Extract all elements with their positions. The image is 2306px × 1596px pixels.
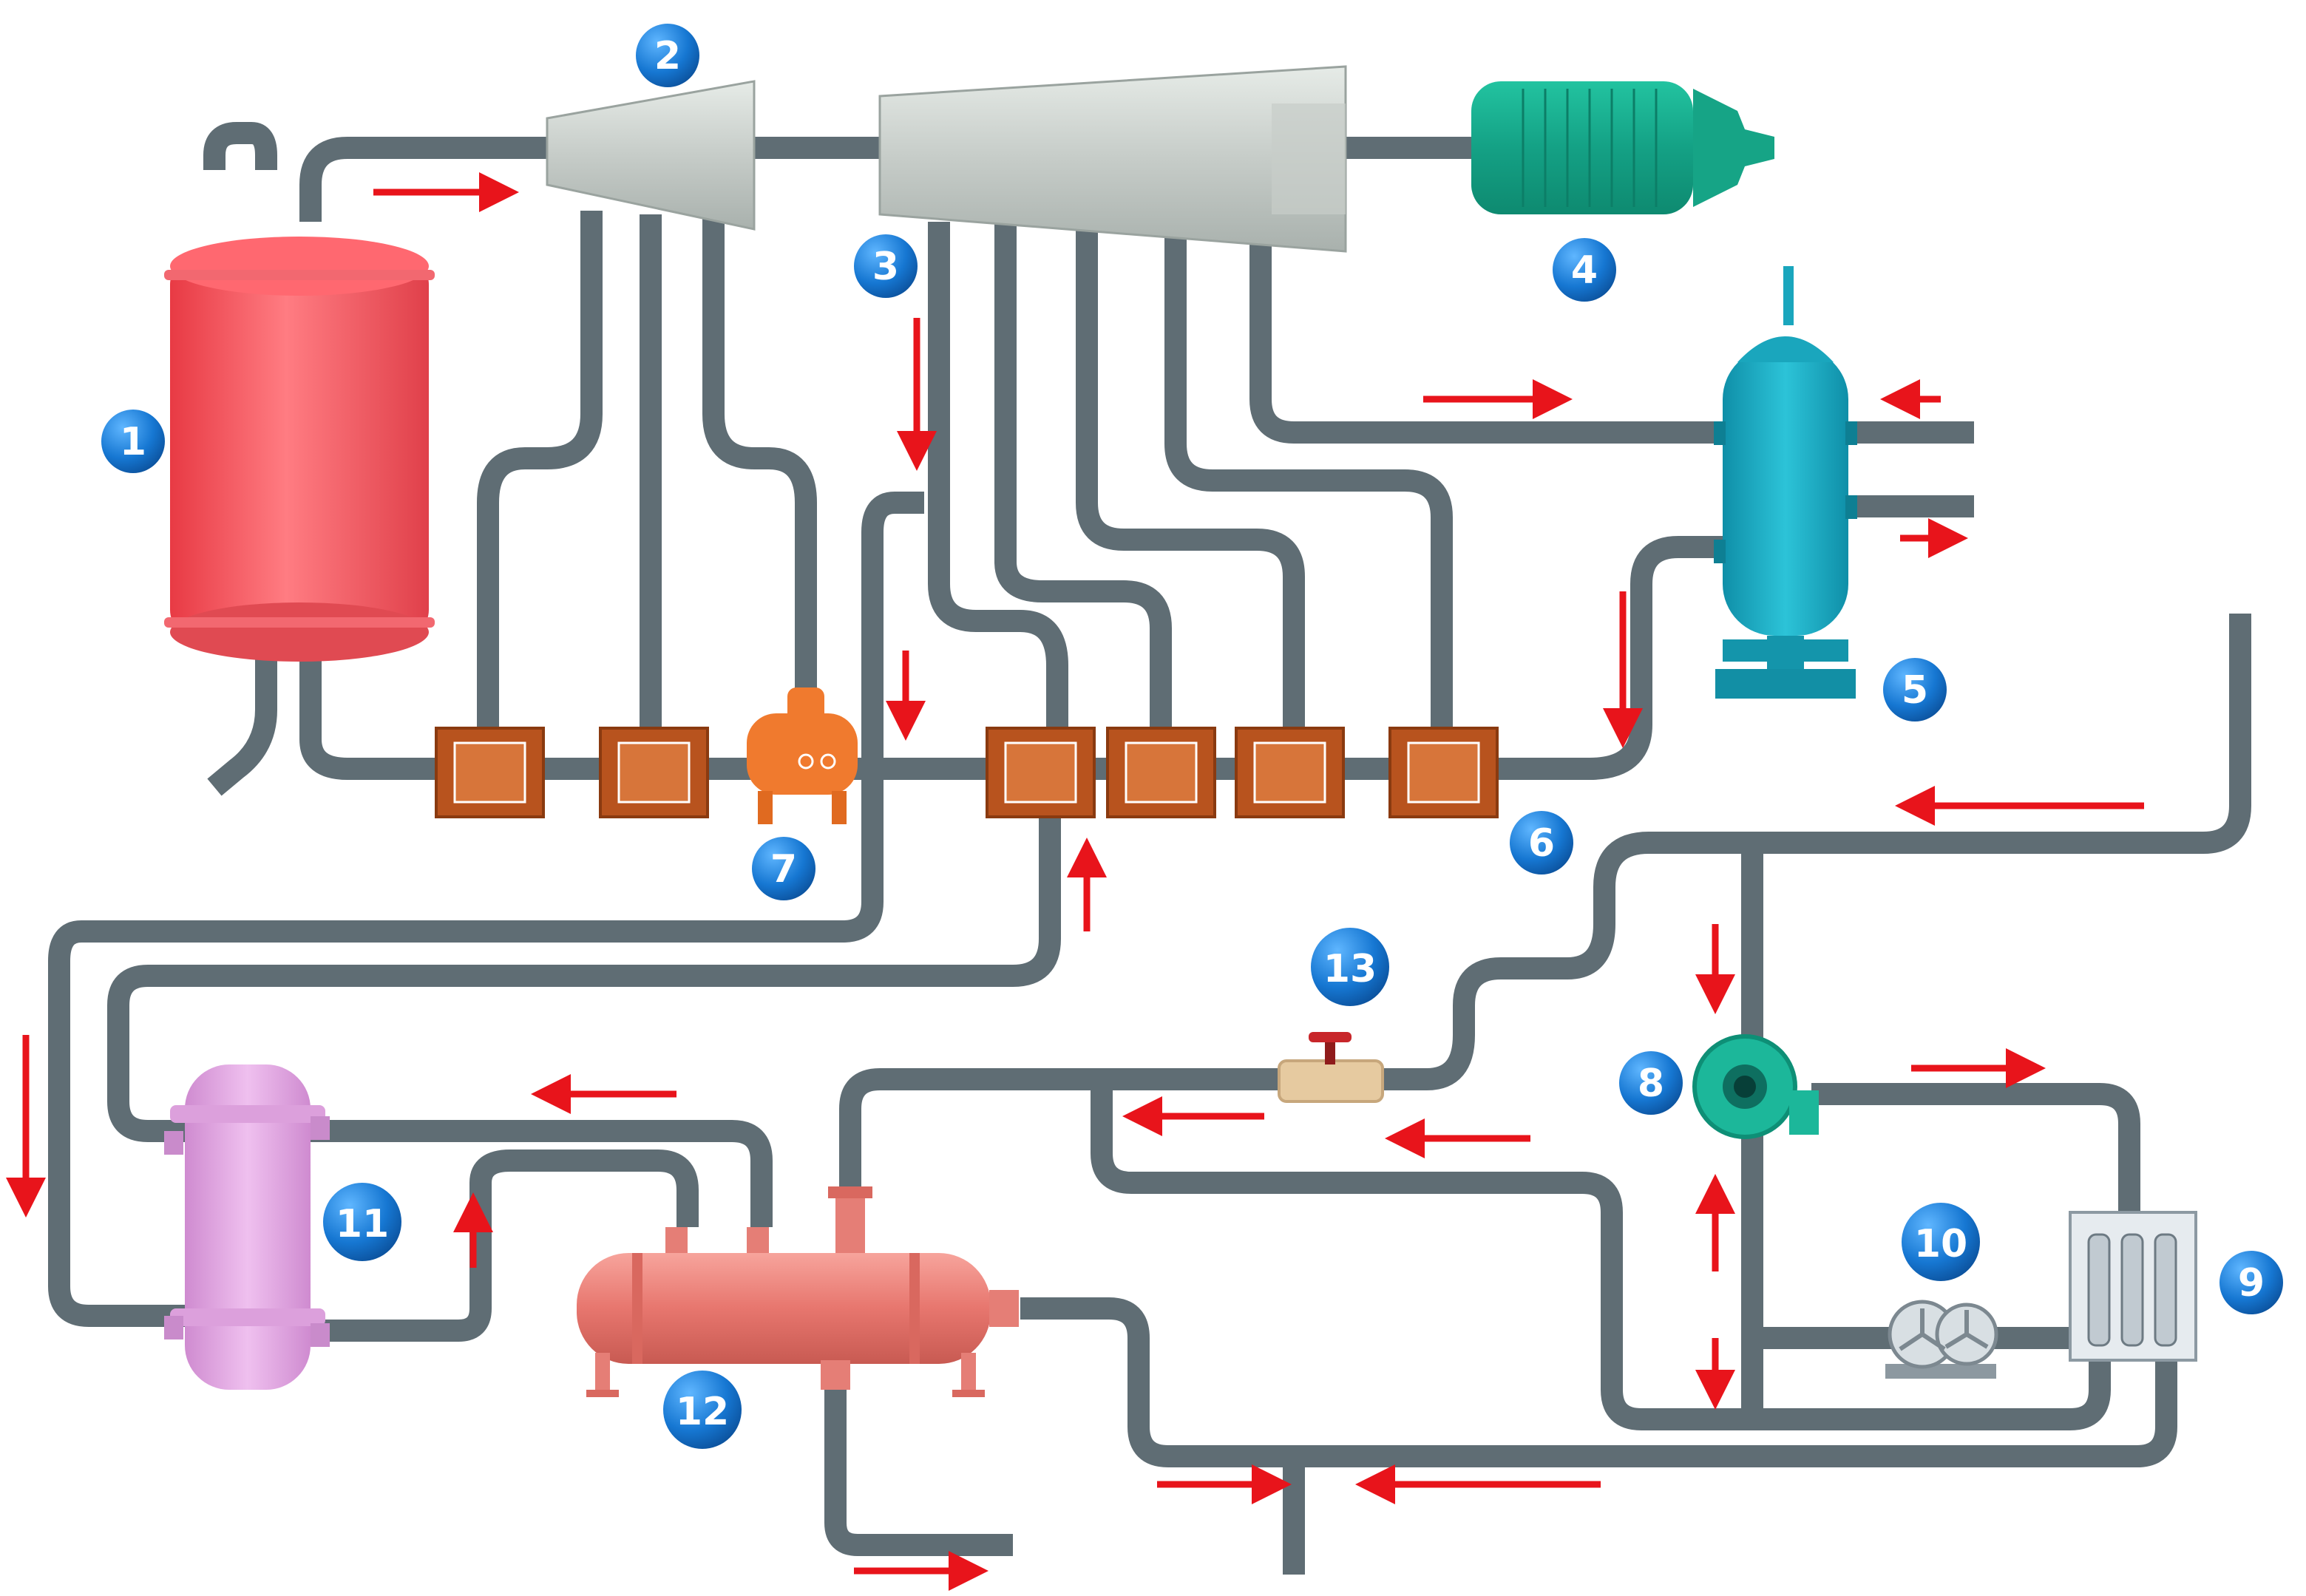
badge-4: 4 [1548,234,1621,306]
heater-unit-5 [1235,727,1345,818]
badge-2: 2 [631,19,704,92]
badge-7: 7 [747,832,820,905]
badge-13: 13 [1306,923,1394,1011]
badge-1-label: 1 [120,420,146,464]
heater-unit-6 [1388,727,1499,818]
badge-2-label: 2 [654,34,681,78]
badge-13-label: 13 [1323,947,1377,991]
exchanger-12-icon [577,1186,1019,1397]
condenser-icon [1714,266,1857,699]
pump-icon [1692,1034,1819,1139]
turbine-icon [546,80,756,231]
badge-3-label: 3 [872,245,899,289]
generator-icon [1471,81,1774,214]
flow-arrows [6,172,2144,1591]
badge-9: 9 [2215,1246,2288,1319]
badge-6-label: 6 [1528,821,1555,866]
badge-12-label: 12 [676,1390,729,1434]
badge-7-label: 7 [770,847,797,892]
fan-icon [1885,1300,1998,1379]
badge-12: 12 [659,1366,746,1453]
badge-6: 6 [1505,807,1578,879]
badge-9-label: 9 [2238,1261,2265,1305]
badge-5: 5 [1879,653,1951,726]
deaerator-icon [747,687,858,824]
heater-unit-3 [986,727,1096,818]
badge-11: 11 [319,1178,406,1266]
valve-icon [1278,1032,1384,1103]
badge-5-label: 5 [1902,668,1928,713]
badge-8: 8 [1615,1047,1687,1119]
exchanger-11-icon [164,1064,330,1390]
badge-4-label: 4 [1571,248,1598,293]
heater-unit-2 [599,727,709,818]
vertical-tank-icon [164,237,435,662]
badge-3: 3 [850,230,922,302]
heater-unit-1 [435,727,545,818]
badge-10-label: 10 [1914,1222,1967,1266]
badge-1: 1 [97,405,169,478]
heater-unit-4 [1106,727,1216,818]
badge-8-label: 8 [1638,1062,1664,1106]
turbine-icon [878,65,1347,253]
badge-11-label: 11 [336,1202,389,1246]
badge-10: 10 [1897,1198,1984,1286]
cooler-icon [2069,1211,2197,1362]
